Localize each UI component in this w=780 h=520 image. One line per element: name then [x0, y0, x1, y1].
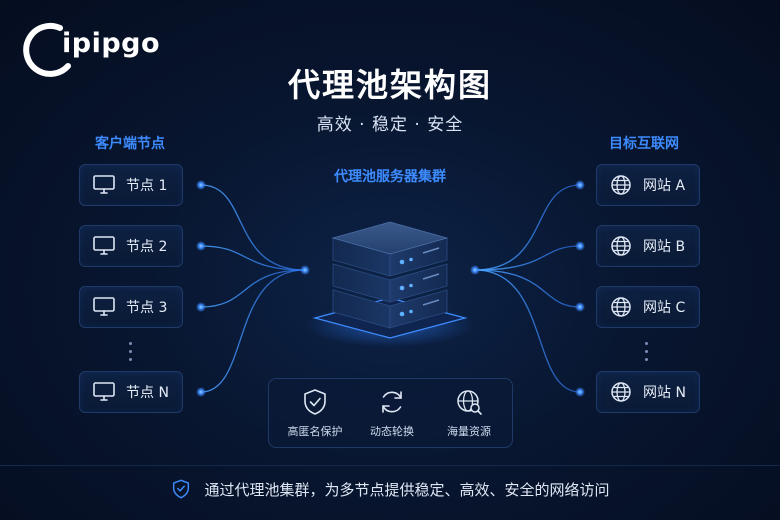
client-node-3: 节点 3 — [79, 286, 183, 328]
cluster-group-label: 代理池服务器集群 — [334, 169, 446, 185]
targets-group-label: 目标互联网 — [609, 136, 679, 152]
wire-endpoints — [196, 180, 585, 397]
footer-divider — [0, 465, 780, 466]
feature-panel: 高匿名保护 动态轮换 海量资源 — [268, 378, 513, 448]
target-ellipsis-dots — [645, 342, 649, 366]
footer-text: 通过代理池集群，为多节点提供稳定、高效、安全的网络访问 — [204, 480, 610, 499]
ipipgo-logo: ipipgo — [22, 22, 160, 78]
logo-ring-icon — [23, 22, 71, 77]
wire-client-n — [200, 269, 306, 393]
target-node-label: 网站 B — [643, 239, 686, 255]
wire-client-3 — [200, 269, 306, 308]
target-node-c: 网站 C — [596, 286, 700, 328]
page-subtitle: 高效 · 稳定 · 安全 — [316, 115, 464, 135]
client-node-label: 节点 1 — [126, 178, 168, 194]
monitor-icon — [93, 175, 115, 194]
target-node-n: 网站 N — [596, 371, 700, 413]
target-node-label: 网站 C — [643, 300, 686, 316]
feature-resources: 海量资源 — [429, 387, 509, 439]
globe-icon — [611, 175, 631, 195]
page-title: 代理池架构图 — [287, 66, 492, 104]
feature-rotation: 动态轮换 — [352, 387, 432, 439]
target-node-b: 网站 B — [596, 225, 700, 267]
globe-icon — [611, 236, 631, 256]
wire-client-1 — [200, 184, 306, 271]
feature-label: 海量资源 — [447, 425, 491, 438]
globe-search-icon — [457, 390, 482, 415]
client-node-label: 节点 3 — [126, 300, 168, 316]
client-node-n: 节点 N — [79, 371, 183, 413]
feature-label: 动态轮换 — [370, 425, 414, 438]
wire-client-2 — [200, 245, 306, 271]
footer: 通过代理池集群，为多节点提供稳定、高效、安全的网络访问 — [0, 478, 780, 500]
wire-target-n — [474, 269, 581, 393]
feature-label: 高匿名保护 — [287, 425, 343, 438]
client-ellipsis-dots — [129, 342, 133, 366]
globe-icon — [611, 297, 631, 317]
wire-target-c — [474, 269, 581, 308]
client-node-label: 节点 2 — [126, 239, 168, 255]
client-node-2: 节点 2 — [79, 225, 183, 267]
wire-target-a — [474, 184, 581, 271]
rotate-icon — [382, 391, 402, 413]
clients-group-label: 客户端节点 — [95, 136, 165, 152]
target-node-label: 网站 N — [643, 385, 686, 401]
logo-text: ipipgo — [62, 28, 161, 59]
monitor-icon — [93, 297, 115, 316]
globe-icon — [611, 382, 631, 402]
feature-anonymity: 高匿名保护 — [275, 387, 355, 439]
target-node-a: 网站 A — [596, 164, 700, 206]
client-node-1: 节点 1 — [79, 164, 183, 206]
monitor-icon — [93, 236, 115, 255]
shield-check-icon — [304, 389, 326, 415]
shield-check-icon — [173, 479, 190, 499]
client-node-label: 节点 N — [126, 385, 169, 401]
server-cluster-icon — [305, 221, 475, 347]
wire-target-b — [474, 245, 581, 271]
monitor-icon — [93, 382, 115, 401]
target-node-label: 网站 A — [643, 178, 686, 194]
